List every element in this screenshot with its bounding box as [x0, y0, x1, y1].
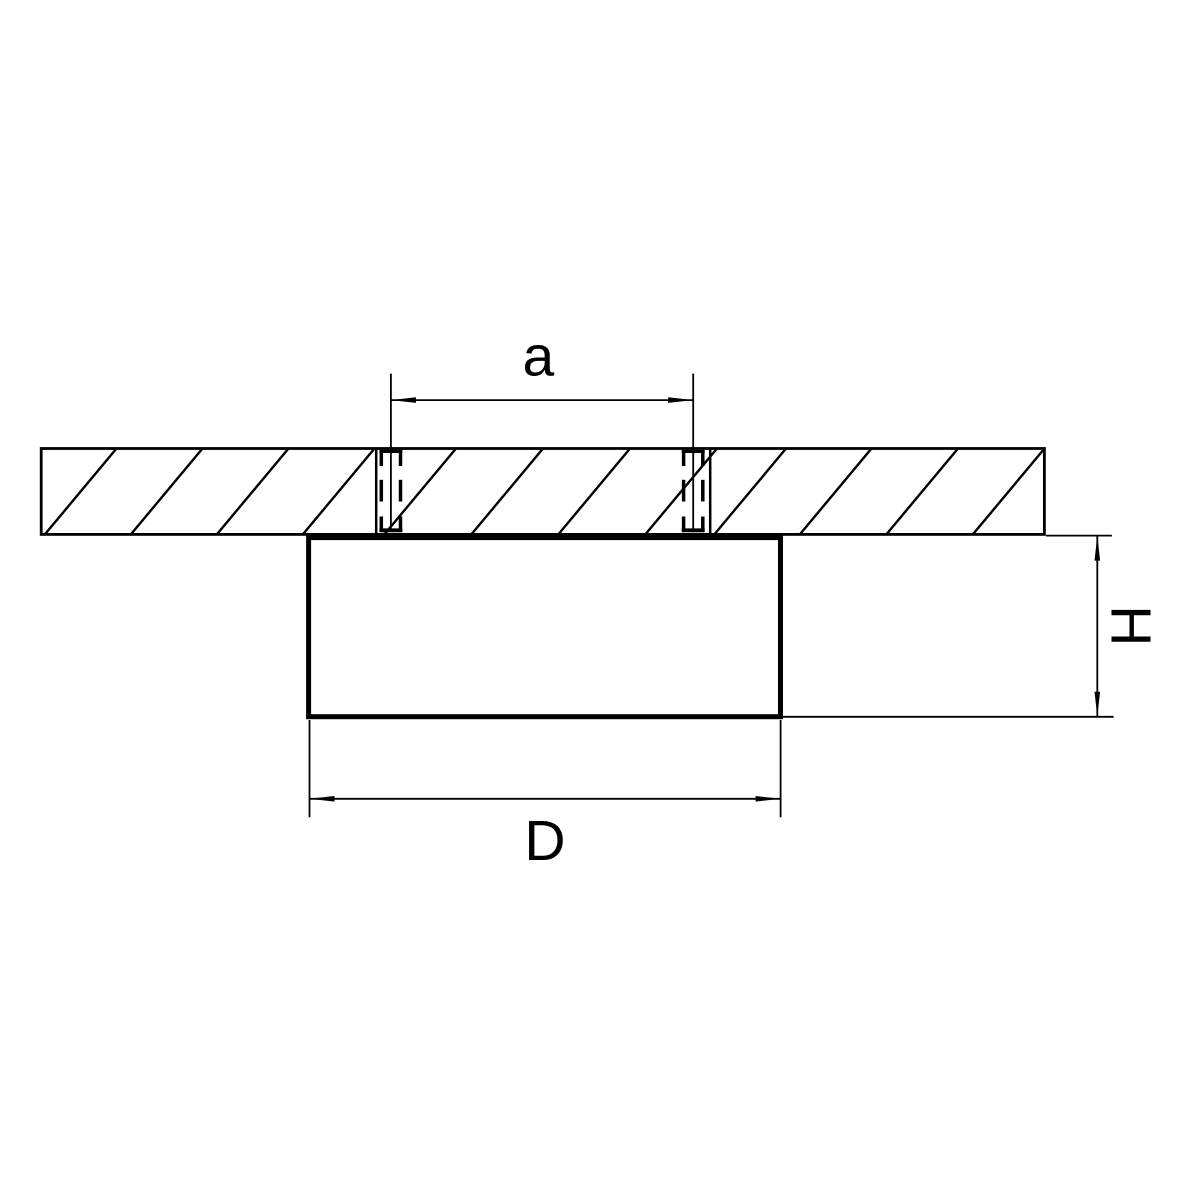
svg-text:D: D [524, 809, 565, 873]
svg-text:a: a [523, 324, 555, 388]
svg-text:H: H [1098, 605, 1162, 646]
